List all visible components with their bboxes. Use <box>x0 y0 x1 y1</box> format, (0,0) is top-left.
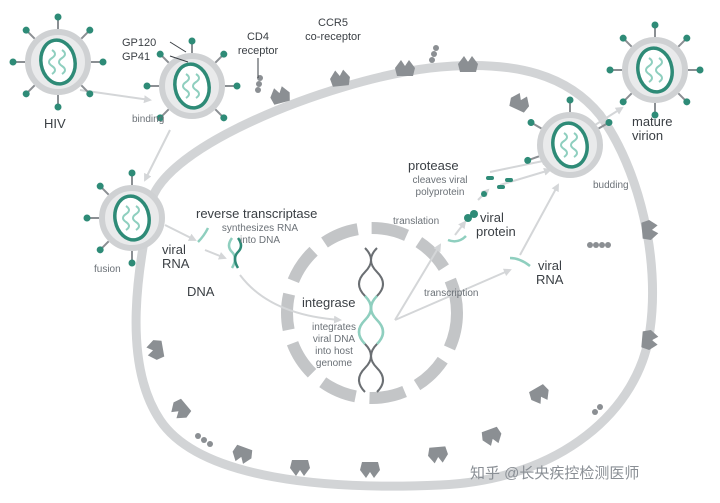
label-binding: binding <box>132 114 164 125</box>
membrane-receptors <box>146 56 659 478</box>
label-reverse-transcriptase: reverse transcriptase <box>196 206 317 221</box>
nucleus <box>281 222 463 404</box>
label-gp120: GP120 <box>122 37 156 49</box>
host-dna-helix <box>357 247 385 393</box>
label-hiv: HIV <box>44 116 66 131</box>
label-mature: mature <box>632 114 672 129</box>
label-int-desc-3: into host <box>315 346 353 357</box>
hiv-virus-free <box>8 12 108 112</box>
process-arrows <box>79 89 624 324</box>
label-cd4-receptor: receptor <box>238 45 279 57</box>
label-ccr5: CCR5 <box>318 17 348 29</box>
viral-protein-pieces <box>464 176 513 222</box>
label-int-desc-2: viral DNA <box>313 334 356 345</box>
label-viral-protein: viral <box>480 210 504 225</box>
cd4-receptors <box>195 45 611 447</box>
label-viral-protein-b: protein <box>476 224 516 239</box>
label-fusion: fusion <box>94 264 121 275</box>
label-viral-rna-1b: RNA <box>162 256 190 271</box>
label-ccr5-coreceptor: co-receptor <box>305 31 361 43</box>
label-int-desc-4: genome <box>316 358 353 369</box>
label-rt-desc-1: synthesizes RNA <box>222 223 298 234</box>
label-viral-rna-1: viral <box>162 242 186 257</box>
label-budding: budding <box>593 180 629 191</box>
viral-molecules <box>197 227 531 269</box>
label-transcription: transcription <box>424 288 478 299</box>
watermark: 知乎 @长央疾控检测医师 <box>470 465 639 482</box>
label-virion: virion <box>632 128 663 143</box>
label-prot-desc-2: polyprotein <box>416 187 465 198</box>
label-dna: DNA <box>187 284 215 299</box>
label-gp41: GP41 <box>122 51 150 63</box>
label-viral-rna-2b: RNA <box>536 272 564 287</box>
hiv-virus-binding <box>142 36 242 124</box>
label-protease: protease <box>408 158 459 173</box>
label-integrase: integrase <box>302 295 355 310</box>
label-prot-desc-1: cleaves viral <box>412 175 467 186</box>
label-cd4: CD4 <box>247 31 269 43</box>
label-translation: translation <box>393 216 439 227</box>
hiv-virus-fusion <box>82 168 163 268</box>
hiv-virus-mature <box>605 20 705 120</box>
label-int-desc-1: integrates <box>312 322 356 333</box>
label-viral-rna-2: viral <box>538 258 562 273</box>
label-rt-desc-2: into DNA <box>240 235 280 246</box>
